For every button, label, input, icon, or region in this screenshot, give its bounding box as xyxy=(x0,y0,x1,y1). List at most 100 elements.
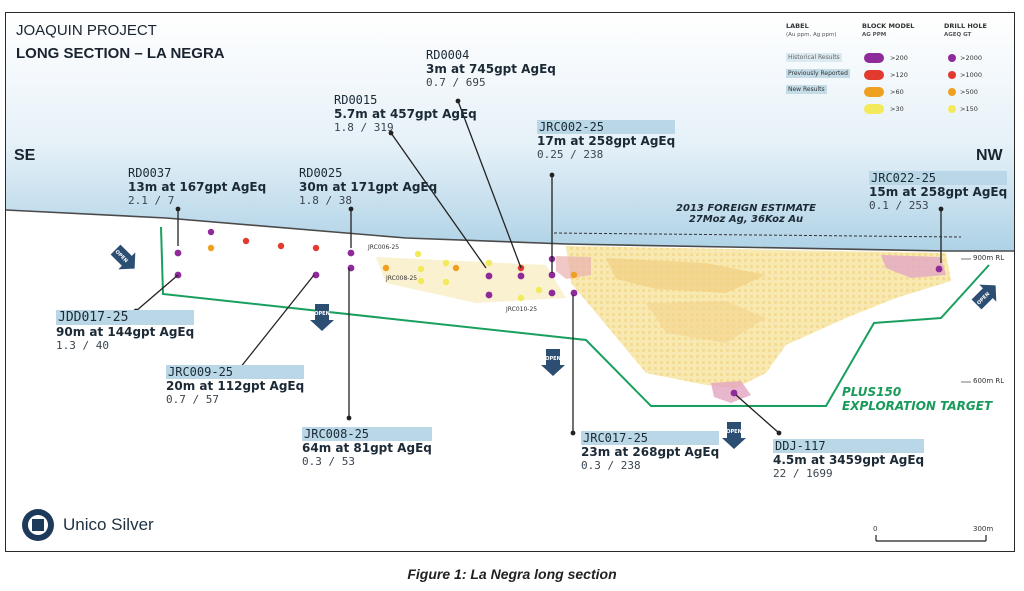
legend-block-120: >120 xyxy=(890,71,908,79)
hole-name: DDJ-117 xyxy=(773,439,925,453)
section-title: LONG SECTION – LA NEGRA xyxy=(16,45,225,62)
section-canvas: OPEN OPEN OPEN OPEN OPEN xyxy=(6,13,1014,542)
svg-text:OPEN: OPEN xyxy=(726,429,742,435)
hole-result: 4.5m at 3459gpt AgEq xyxy=(773,453,925,467)
long-section-figure: OPEN OPEN OPEN OPEN OPEN JOAQUIN PROJECT xyxy=(5,12,1015,552)
open-arrow: OPEN xyxy=(110,244,136,270)
legend-drill-1000: >1000 xyxy=(960,71,982,79)
hole-name: RD0004 xyxy=(426,48,470,62)
direction-nw: NW xyxy=(976,147,1003,164)
small-hole-label: JRC010-25 xyxy=(506,306,538,313)
hole-ratio: 1.8 / 319 xyxy=(334,121,394,134)
hole-name: RD0015 xyxy=(334,93,378,107)
company-name: Unico Silver xyxy=(63,515,154,534)
hole-ratio: 1.3 / 40 xyxy=(56,339,109,352)
open-arrow: OPEN xyxy=(541,349,565,376)
small-hole-label: JRC008-25 xyxy=(386,275,418,282)
hole-result: 13m at 167gpt AgEq xyxy=(128,180,267,194)
hole-result: 23m at 268gpt AgEq xyxy=(581,445,720,459)
hole-label-rd0004: RD0004 3m at 745gpt AgEq 0.7 / 695 xyxy=(426,48,556,89)
legend-new-results: New Results xyxy=(786,85,827,94)
foreign-estimate-label: 2013 FOREIGN ESTIMATE 27Moz Ag, 36Koz Au xyxy=(666,203,826,225)
hole-label-rd0025: RD0025 30m at 171gpt AgEq 1.8 / 38 xyxy=(299,166,437,207)
legend-block-200: >200 xyxy=(890,54,908,62)
svg-text:OPEN: OPEN xyxy=(545,356,561,362)
foreign-estimate-value: 27Moz Ag, 36Koz Au xyxy=(688,214,804,225)
hole-result: 15m at 258gpt AgEq xyxy=(869,185,1008,199)
hole-result: 30m at 171gpt AgEq xyxy=(299,180,438,194)
exploration-target-name: PLUS150 xyxy=(842,385,902,399)
hole-result: 90m at 144gpt AgEq xyxy=(56,325,195,339)
hole-result: 3m at 745gpt AgEq xyxy=(426,62,556,76)
exploration-target-label: PLUS150 EXPLORATION TARGET xyxy=(842,385,992,413)
legend-previously-reported: Previously Reported xyxy=(786,69,850,78)
hole-label-ddj117: DDJ-117 4.5m at 3459gpt AgEq 22 / 1699 xyxy=(773,439,925,480)
legend-block-subtitle: AG PPM xyxy=(862,32,887,38)
legend-block-30: >30 xyxy=(890,105,904,113)
hole-result: 17m at 258gpt AgEq xyxy=(537,134,676,148)
rl-label-upper: 900m RL xyxy=(973,254,1005,262)
legend-historical-results: Historical Results xyxy=(786,53,842,62)
legend-label-title: LABEL xyxy=(786,22,809,30)
open-arrow: OPEN xyxy=(310,304,334,331)
leader-lines xyxy=(135,100,942,434)
hole-name: JRC017-25 xyxy=(581,431,720,445)
hole-name: JRC009-25 xyxy=(166,365,305,379)
hole-ratio: 0.3 / 53 xyxy=(302,455,355,468)
hole-label-jrc002: JRC002-25 17m at 258gpt AgEq 0.25 / 238 xyxy=(537,120,676,161)
figure-caption: Figure 1: La Negra long section xyxy=(407,566,617,582)
open-arrow: OPEN xyxy=(722,422,746,449)
sky-area xyxy=(6,13,1014,251)
hole-ratio: 0.25 / 238 xyxy=(537,148,604,161)
hole-label-rd0037: RD0037 13m at 167gpt AgEq 2.1 / 7 xyxy=(128,166,266,207)
scale-end: 300m xyxy=(973,525,994,533)
open-arrow: OPEN xyxy=(971,284,997,310)
small-hole-label: JRC006-25 xyxy=(368,244,400,251)
direction-se: SE xyxy=(14,147,36,164)
project-title: JOAQUIN PROJECT xyxy=(16,22,157,39)
hole-ratio: 0.3 / 238 xyxy=(581,459,641,472)
hole-label-jrc017: JRC017-25 23m at 268gpt AgEq 0.3 / 238 xyxy=(581,431,720,472)
hole-name: JDD017-25 xyxy=(56,310,195,325)
rl-label-lower: 600m RL xyxy=(973,377,1005,385)
exploration-target-outline xyxy=(160,226,990,407)
legend-drill-subtitle: AGEQ GT xyxy=(944,32,972,38)
svg-text:OPEN: OPEN xyxy=(314,311,330,317)
legend-drill-2000: >2000 xyxy=(960,54,982,62)
legend-label-subtitle: (Au ppm, Ag ppm) xyxy=(786,32,837,38)
hole-label-jrc008: JRC008-25 64m at 81gpt AgEq 0.3 / 53 xyxy=(302,427,432,468)
hole-result: 5.7m at 457gpt AgEq xyxy=(334,107,477,121)
foreign-estimate-boundary xyxy=(553,232,962,238)
legend-drill-150: >150 xyxy=(960,105,978,113)
hole-name: RD0025 xyxy=(299,166,343,180)
legend-block-60: >60 xyxy=(890,88,904,96)
hole-result: 64m at 81gpt AgEq xyxy=(302,441,432,455)
hole-name: JRC002-25 xyxy=(537,120,676,134)
hole-ratio: 2.1 / 7 xyxy=(128,194,175,207)
hole-result: 20m at 112gpt AgEq xyxy=(166,379,305,393)
legend-swatches xyxy=(864,53,956,114)
legend-drill-title: DRILL HOLE xyxy=(944,22,987,30)
hole-ratio: 0.7 / 57 xyxy=(166,393,219,406)
hole-label-jdd017: JDD017-25 90m at 144gpt AgEq 1.3 / 40 xyxy=(56,310,195,352)
legend-drill-500: >500 xyxy=(960,88,978,96)
legend-block-title: BLOCK MODEL xyxy=(862,22,915,30)
topography-line xyxy=(6,209,1014,252)
hole-ratio: 0.1 / 253 xyxy=(869,199,929,212)
hole-ratio: 1.8 / 38 xyxy=(299,194,352,207)
hole-label-jrc009: JRC009-25 20m at 112gpt AgEq 0.7 / 57 xyxy=(166,365,305,406)
scale-bar xyxy=(875,535,987,542)
hole-label-jrc022: JRC022-25 15m at 258gpt AgEq 0.1 / 253 xyxy=(869,171,1008,212)
hole-ratio: 22 / 1699 xyxy=(773,467,833,480)
exploration-target-title: EXPLORATION TARGET xyxy=(842,399,993,413)
scale-start: 0 xyxy=(873,525,878,533)
unico-logo-icon xyxy=(22,509,54,541)
hole-name: JRC008-25 xyxy=(302,427,432,441)
hole-ratio: 0.7 / 695 xyxy=(426,76,486,89)
foreign-estimate-title: 2013 FOREIGN ESTIMATE xyxy=(676,203,816,214)
hole-name: JRC022-25 xyxy=(869,171,1008,185)
hole-label-rd0015: RD0015 5.7m at 457gpt AgEq 1.8 / 319 xyxy=(334,93,477,134)
block-model xyxy=(376,246,951,403)
drill-intersections xyxy=(174,228,943,397)
hole-name: RD0037 xyxy=(128,166,172,180)
